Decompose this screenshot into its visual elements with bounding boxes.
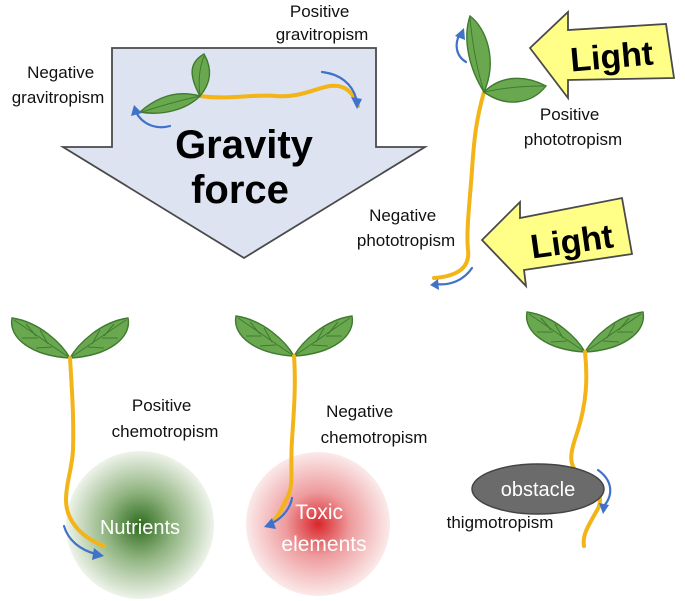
toxic-zone [246,452,390,596]
leaf [466,14,491,94]
horizontal-stem [198,83,360,108]
positive-gravitropism-label: Positive gravitropism [276,2,369,44]
phototropism-seedling [432,14,548,280]
phototropism-panel: Light Light Positive phototropism Negati… [357,9,676,290]
thigmotropism-panel: obstacle thigmotropism [447,311,645,548]
positive-chemotropism-arrow-icon [62,524,98,556]
nutrients-label: Nutrients [100,517,180,539]
negative-chemotropism-label: Negative chemotropism [321,402,428,447]
horizontal-seedling [138,53,360,114]
light-arrow-top-label: Light [569,34,655,79]
gravitropism-panel: Gravity force Positive gravitropism Nega… [12,2,429,260]
toxic-label: Toxic elements [281,501,366,556]
obstacle-label: obstacle [501,479,576,501]
negative-chemotropism-stem [268,354,297,526]
gravity-arrow-line2: force [191,168,289,212]
light-arrow-bottom [480,196,634,289]
gravity-arrow-line1: Gravity [175,123,314,167]
positive-chemotropism-stem [64,356,106,548]
negative-gravitropism-label: Negative gravitropism [12,63,105,107]
leaf [191,53,211,98]
obstacle-shape [471,463,605,515]
negative-chemotropism-panel: Toxic elements Negative chemotropism [234,315,428,596]
negative-chemotropism-seedling [234,315,354,526]
leaf [482,77,548,103]
thigmotropism-label: thigmotropism [447,513,554,532]
positive-chemotropism-label: Positive chemotropism [112,396,219,441]
negative-gravitropism-arrow-icon [134,110,172,129]
negative-phototropism-arrow-icon [434,266,474,286]
thigmotropism-arrow-icon [596,468,612,508]
positive-gravitropism-arrow-icon [320,70,358,100]
positive-phototropism-label: Positive phototropism [524,105,622,149]
thigmotropism-stem [569,350,602,548]
phototropism-stem [432,90,486,280]
gravity-arrow [59,47,429,260]
negative-phototropism-label: Negative phototropism [357,206,455,250]
light-arrow-top [528,9,676,101]
positive-chemotropism-panel: Nutrients Positive chemotropism [10,317,219,599]
positive-chemotropism-seedling [10,317,130,548]
nutrients-zone [66,451,214,599]
